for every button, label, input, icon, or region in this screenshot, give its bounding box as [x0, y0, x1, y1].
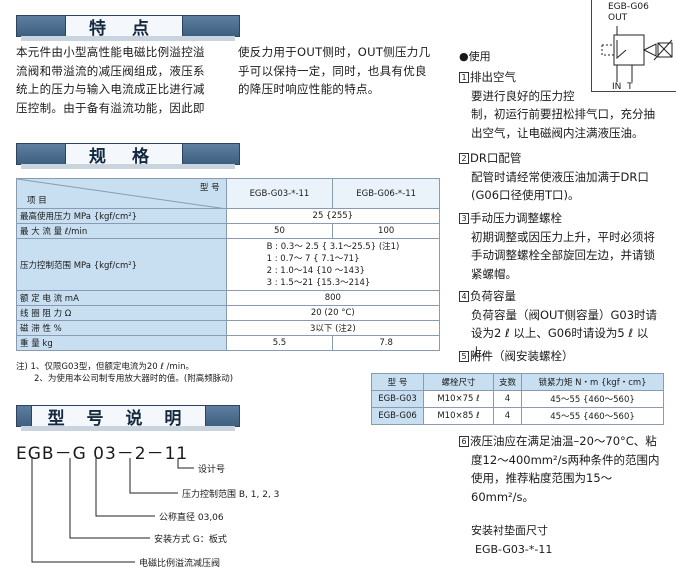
- code-label-pressure: 压力控制范围 B, 1, 2, 3: [182, 490, 280, 500]
- specs-header-bar: 规 格: [16, 143, 240, 169]
- bolt-cell: M10×85 ℓ: [423, 407, 494, 425]
- features-title: 特 点: [65, 16, 183, 39]
- code-label-valve: 电磁比例溢流减压阀: [139, 559, 221, 569]
- spec-value: 5.5: [225, 335, 334, 351]
- symbol-in-t-label: IN T: [612, 82, 633, 92]
- hydraulic-symbol-box: EGB-G06 OUT IN T: [591, 0, 676, 92]
- bolt-cell: 4: [493, 390, 522, 408]
- symbol-title: EGB-G06: [608, 2, 649, 12]
- spec-label: 磁 滞 性 %: [16, 320, 227, 336]
- model-code-header-bar: 型 号 说 明: [16, 405, 240, 431]
- model-code: EGB－G 03－2－11: [16, 444, 189, 464]
- code-label-mounting: 安装方式 G：板式: [154, 535, 227, 545]
- spec-value: 7.8: [332, 335, 440, 351]
- bolt-cell: EGB-G03: [371, 390, 424, 408]
- usage-title: ●使用: [459, 50, 491, 63]
- spec-notes: 注) 1、仅限G03型，但额定电流为20 ℓ /min。 2、为使用本公司制专用…: [16, 362, 234, 384]
- code-label-design: 设计号: [198, 465, 226, 475]
- model-code-title: 型 号 说 明: [31, 406, 206, 429]
- spec-label: 额 定 电 流 mA: [16, 290, 227, 306]
- mount-dimensions: 安装衬垫面尺寸 EGB-G03-*-11: [471, 524, 553, 556]
- bolt-cell: 45～55 {460～560}: [521, 407, 664, 425]
- model-g06: EGB-G06-*-11: [332, 178, 440, 209]
- bolt-cell: M10×75 ℓ: [423, 390, 494, 408]
- spec-label: 重 量 kg: [16, 335, 227, 351]
- features-header-bar: 特 点: [16, 15, 240, 41]
- code-label-size: 公称直径 03,06: [159, 513, 224, 523]
- bolt-cell: 4: [493, 407, 522, 425]
- bolt-table: 型 号 螺栓尺寸 支数 锁紧力矩 N・m {kgf・cm} EGB-G03 M1…: [371, 373, 664, 425]
- specs-title: 规 格: [65, 144, 183, 167]
- spec-value: 3以下 (注2): [225, 320, 441, 336]
- symbol-out-label: OUT: [608, 13, 628, 23]
- spec-header-corner: 型 号 项 目: [16, 178, 227, 209]
- spec-value: 100: [332, 223, 440, 239]
- spec-value: 50: [225, 223, 334, 239]
- spec-label: 压力控制范围 MPa {kgf/cm²}: [16, 238, 227, 291]
- valve-symbol-icon: [601, 26, 673, 82]
- spec-label: 最高使用压力 MPa {kgf/cm²}: [16, 208, 227, 224]
- features-right-text: 使反力用于OUT侧时，OUT侧压力几 乎可以保持一定，同时，也具有优良 的降压时…: [238, 45, 431, 96]
- spec-value-range: B : 0.3～ 2.5 { 3.1～25.5} (注1) 1 : 0.7～ 7…: [225, 238, 441, 291]
- bolt-header: 螺栓尺寸: [423, 373, 494, 391]
- model-g03: EGB-G03-*-11: [225, 178, 334, 209]
- spec-table: 型 号 项 目 EGB-G03-*-11 EGB-G06-*-11 最高使用压力…: [16, 178, 441, 351]
- spec-value: 800: [225, 290, 441, 306]
- spec-label: 线 圈 阻 力 Ω: [16, 305, 227, 321]
- features-left-text: 本元件由小型高性能电磁比例溢控溢 流阀和带溢流的减压阀组成，液压系 统上的压力与…: [16, 45, 205, 115]
- spec-label: 最 大 流 量 ℓ/min: [16, 223, 227, 239]
- bolt-header: 锁紧力矩 N・m {kgf・cm}: [521, 373, 664, 391]
- spec-value: 20 (20 °C): [225, 305, 441, 321]
- bolt-cell: EGB-G06: [371, 407, 424, 425]
- bolt-cell: 45～55 {460～560}: [521, 390, 664, 408]
- spec-value: 25 {255}: [225, 208, 441, 224]
- bolt-header: 支数: [493, 373, 522, 391]
- diagonal-line: [17, 179, 227, 209]
- bolt-header: 型 号: [371, 373, 424, 391]
